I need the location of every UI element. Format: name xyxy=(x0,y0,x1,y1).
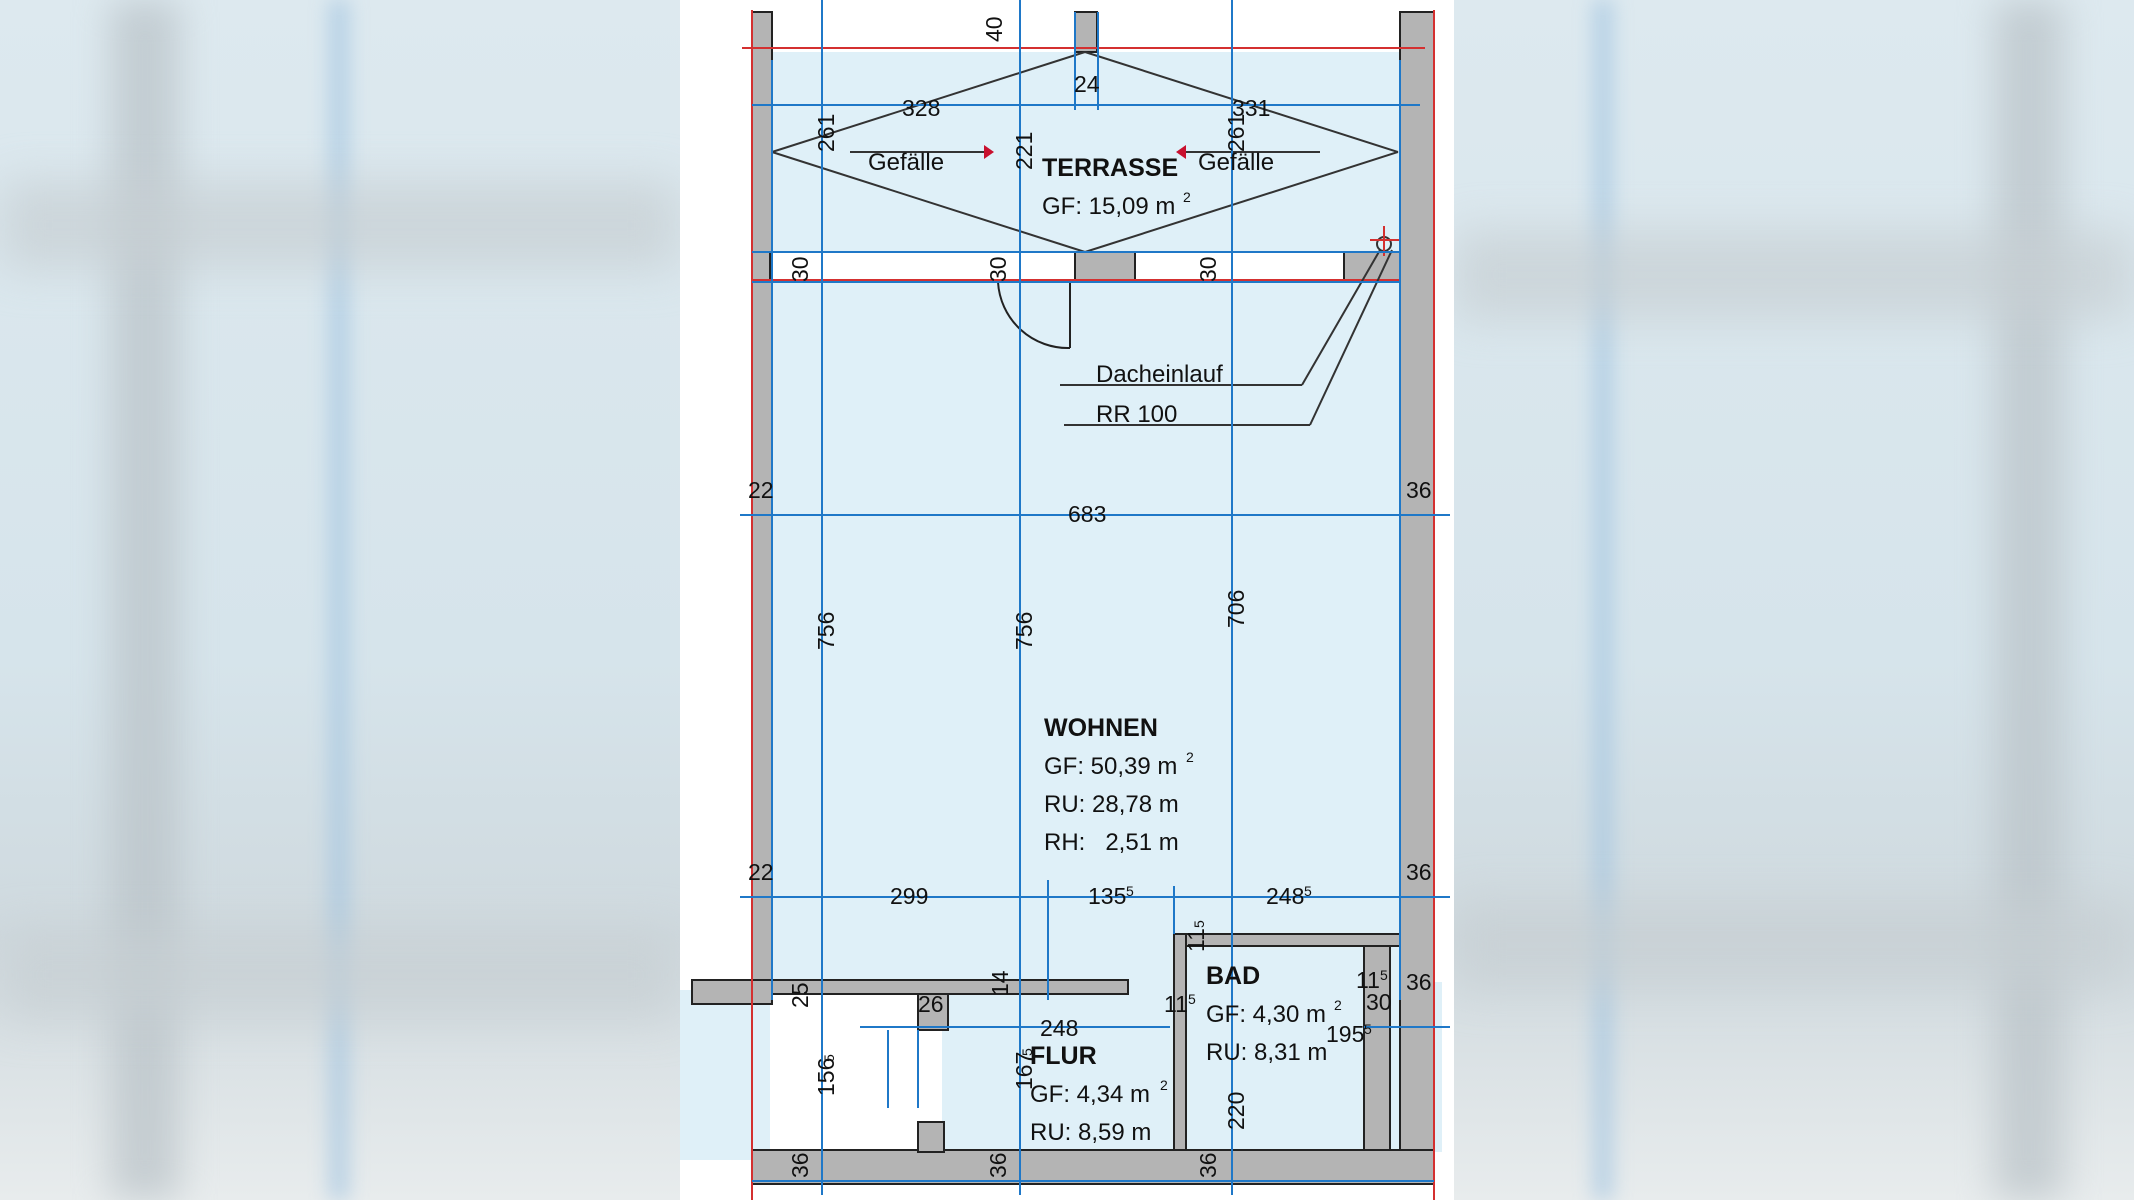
svg-text:11: 11 xyxy=(1164,991,1188,1017)
bad-gf: GF: 4,30 m xyxy=(1206,1001,1326,1028)
svg-text:5: 5 xyxy=(1188,991,1196,1007)
svg-text:36: 36 xyxy=(1195,1152,1221,1178)
svg-text:36: 36 xyxy=(1406,859,1432,885)
gefaelle-right: Gefälle xyxy=(1198,149,1274,176)
svg-text:135: 135 xyxy=(1088,883,1126,909)
svg-text:2: 2 xyxy=(1160,1077,1168,1093)
bad-ru: RU: 8,31 m xyxy=(1206,1039,1327,1066)
svg-text:2: 2 xyxy=(1186,749,1194,765)
flur-name: FLUR xyxy=(1030,1042,1097,1070)
svg-text:36: 36 xyxy=(1406,477,1432,503)
svg-text:195: 195 xyxy=(1326,1021,1364,1047)
svg-text:331: 331 xyxy=(1232,95,1270,121)
terrasse-name: TERRASSE xyxy=(1042,154,1178,182)
flur-ru: RU: 8,59 m xyxy=(1030,1119,1151,1146)
blurred-background-left xyxy=(0,0,680,1200)
svg-text:706: 706 xyxy=(1223,590,1249,628)
svg-text:299: 299 xyxy=(890,883,928,909)
wohnen-rh: RH: 2,51 m xyxy=(1044,829,1179,856)
svg-text:328: 328 xyxy=(902,95,940,121)
svg-text:5: 5 xyxy=(1304,883,1312,899)
svg-text:5: 5 xyxy=(1191,920,1207,928)
svg-text:26: 26 xyxy=(918,991,944,1017)
svg-text:22: 22 xyxy=(748,477,774,503)
wohnen-gf: GF: 50,39 m xyxy=(1044,753,1177,780)
svg-text:261: 261 xyxy=(813,114,839,152)
svg-text:220: 220 xyxy=(1223,1092,1249,1130)
svg-text:5: 5 xyxy=(1019,1048,1035,1056)
floor-plan-svg: TERRASSE GF: 15,09 m 2 WOHNEN GF: 50,39 … xyxy=(680,0,1450,1200)
wohnen-ru: RU: 28,78 m xyxy=(1044,791,1179,818)
red-reference-lines xyxy=(742,10,1435,1200)
svg-text:261: 261 xyxy=(1223,114,1249,152)
svg-text:36: 36 xyxy=(787,1152,813,1178)
svg-text:30: 30 xyxy=(985,256,1011,282)
dimension-lines xyxy=(740,0,1450,1195)
dacheinlauf-label: Dacheinlauf xyxy=(1096,361,1223,388)
svg-text:30: 30 xyxy=(1366,989,1392,1015)
svg-text:2: 2 xyxy=(1183,189,1191,205)
svg-text:5: 5 xyxy=(821,1054,837,1062)
floor-plan: TERRASSE GF: 15,09 m 2 WOHNEN GF: 50,39 … xyxy=(680,0,1454,1200)
left-lower-area xyxy=(680,990,770,1160)
svg-text:2: 2 xyxy=(1334,997,1342,1013)
svg-text:167: 167 xyxy=(1011,1052,1037,1090)
slope-arrows xyxy=(984,145,1186,159)
gefaelle-left: Gefälle xyxy=(868,149,944,176)
svg-text:156: 156 xyxy=(813,1058,839,1096)
svg-text:221: 221 xyxy=(1011,132,1037,170)
svg-text:24: 24 xyxy=(1074,71,1100,97)
terrasse-gf: GF: 15,09 m xyxy=(1042,193,1175,220)
terrasse-slope-lines xyxy=(771,51,1399,253)
svg-text:11: 11 xyxy=(1356,967,1380,993)
bad-name: BAD xyxy=(1206,962,1260,990)
rr-label: RR 100 xyxy=(1096,401,1177,428)
svg-text:5: 5 xyxy=(1364,1021,1372,1037)
svg-text:5: 5 xyxy=(1380,967,1388,983)
blurred-background-right xyxy=(1454,0,2134,1200)
wohnen-name: WOHNEN xyxy=(1044,714,1158,742)
wohnen-area xyxy=(770,282,1400,982)
svg-text:5: 5 xyxy=(1126,883,1134,899)
svg-text:25: 25 xyxy=(787,982,813,1008)
lower-area xyxy=(942,982,1442,1152)
svg-text:36: 36 xyxy=(1406,969,1432,995)
svg-text:11: 11 xyxy=(1183,928,1209,952)
svg-text:40: 40 xyxy=(981,16,1007,42)
svg-text:248: 248 xyxy=(1266,883,1304,909)
svg-text:756: 756 xyxy=(1011,612,1037,650)
svg-text:683: 683 xyxy=(1068,501,1106,527)
svg-text:30: 30 xyxy=(787,256,813,282)
svg-text:22: 22 xyxy=(748,859,774,885)
flur-gf: GF: 4,34 m xyxy=(1030,1081,1150,1108)
svg-text:14: 14 xyxy=(987,970,1013,996)
svg-text:30: 30 xyxy=(1195,256,1221,282)
svg-text:36: 36 xyxy=(985,1152,1011,1178)
svg-text:248: 248 xyxy=(1040,1015,1078,1041)
svg-text:756: 756 xyxy=(813,612,839,650)
